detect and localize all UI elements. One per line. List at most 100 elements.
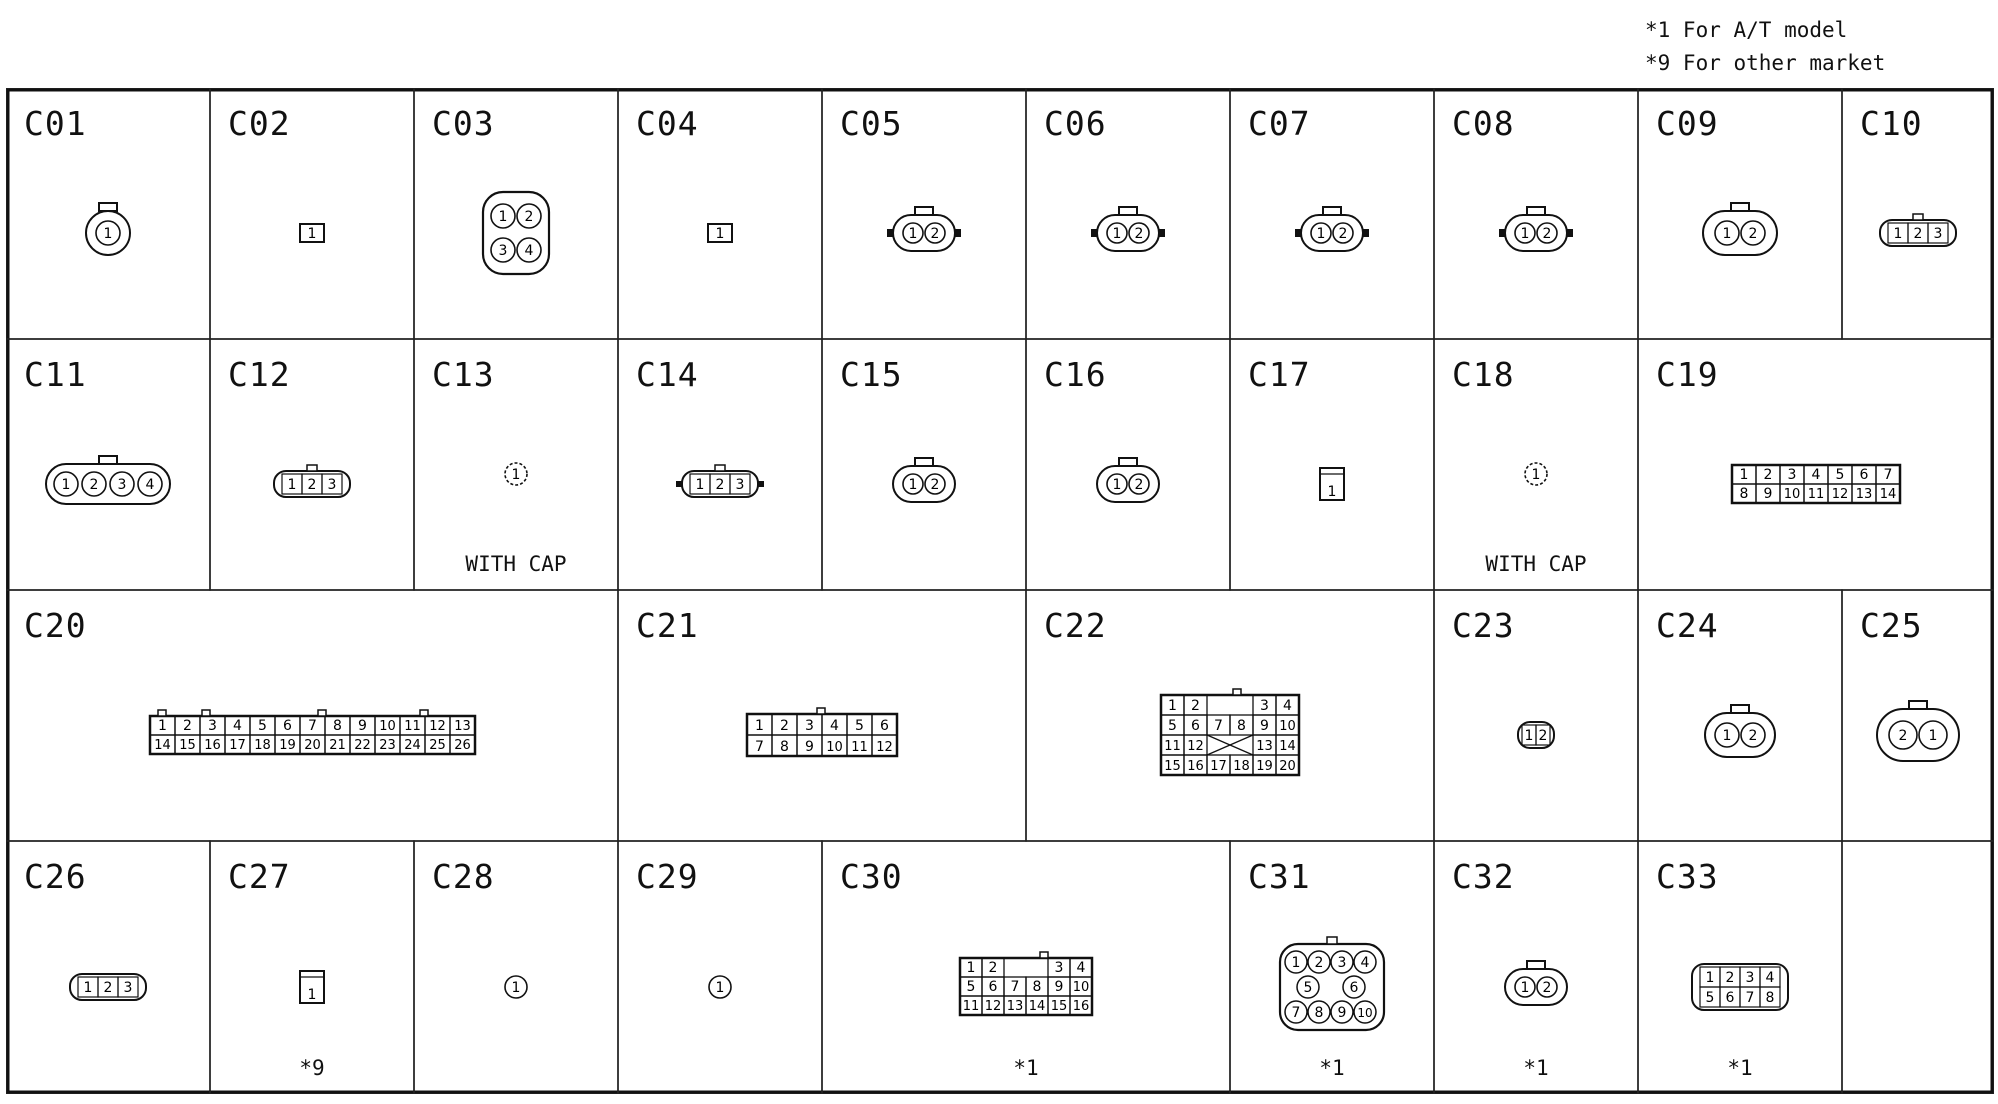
pin-label: 14 (154, 738, 171, 753)
pin-circle (1514, 222, 1536, 244)
pin-label: 1 (1113, 477, 1122, 493)
connector-housing (481, 190, 551, 276)
connector-note: WITH CAP (1485, 552, 1587, 576)
pin-label: 26 (454, 738, 471, 753)
connector-svg: 1 (1524, 462, 1548, 486)
pin-circle (137, 471, 163, 497)
connector-latch (1322, 206, 1342, 216)
connector-latch (1908, 700, 1928, 710)
connector-id: C24 (1656, 606, 1719, 645)
pin-label: 6 (1191, 718, 1200, 734)
connector-id: C26 (24, 857, 87, 896)
connector-housing (1702, 210, 1778, 256)
connector-id: C33 (1656, 857, 1719, 896)
connector-id: C20 (24, 606, 87, 645)
pin-label: 16 (1073, 999, 1090, 1014)
pin-label: 1 (512, 980, 521, 996)
pin-label: 4 (1077, 960, 1086, 976)
pin-label: 5 (1304, 980, 1313, 996)
connector-id: C12 (228, 355, 291, 394)
connector-latch (914, 206, 934, 216)
connector-id: C10 (1860, 104, 1923, 143)
pin-label: 4 (1812, 467, 1821, 483)
pin-label: 1 (1317, 226, 1326, 242)
connector-id: C04 (636, 104, 699, 143)
pin-label: 19 (279, 738, 296, 753)
pin-label: 1 (755, 718, 764, 734)
connector-ear (955, 229, 961, 237)
pin-label: 3 (1260, 698, 1269, 714)
connector-latch (317, 709, 327, 717)
connector-ear (1567, 229, 1573, 237)
pin-label: 2 (1726, 970, 1735, 986)
connector-id: C13 (432, 355, 495, 394)
pin-label: 2 (183, 718, 192, 734)
pin-label: 8 (1740, 486, 1749, 502)
connector-latch (1730, 202, 1750, 212)
pin-circle (1714, 220, 1740, 246)
pin-label: 1 (288, 477, 297, 493)
connector-ear (1091, 229, 1097, 237)
connector-note: *1 (1319, 1056, 1345, 1080)
connector-id: C15 (840, 355, 903, 394)
connector-housing (707, 223, 733, 243)
pin-cell (449, 734, 476, 755)
pin-label: 2 (931, 477, 940, 493)
connector-id: C02 (228, 104, 291, 143)
pin-label: 4 (830, 718, 839, 734)
pin-cell (729, 473, 751, 495)
pin-label: 2 (1543, 226, 1552, 242)
pin-label: 1 (1723, 226, 1732, 242)
pin-label: 3 (208, 718, 217, 734)
pin-label: 15 (179, 738, 196, 753)
pin-label: 15 (1164, 759, 1181, 774)
pin-label: 1 (308, 987, 317, 1003)
pin-label: 3 (1055, 960, 1064, 976)
connector-svg: 1 (707, 223, 733, 243)
connector-id: C03 (432, 104, 495, 143)
connector-ear (758, 481, 764, 487)
pin-label: 3 (1788, 467, 1797, 483)
pin-label: 13 (454, 719, 471, 734)
pin-cell (321, 473, 343, 495)
pin-label: 21 (329, 738, 346, 753)
footnote-at-model: *1 For A/T model (1645, 18, 1848, 42)
pin-label: 6 (989, 979, 998, 995)
pin-label: 2 (90, 477, 99, 493)
connector-ear (676, 481, 682, 487)
pin-label: 11 (404, 719, 421, 734)
pin-circle (490, 203, 516, 229)
pin-circle (1888, 720, 1918, 750)
pin-circle (109, 471, 135, 497)
connector-id: C11 (24, 355, 87, 394)
pin-label: 3 (1338, 955, 1347, 971)
pin-label: 12 (429, 719, 446, 734)
pin-label: 10 (1357, 1006, 1372, 1020)
pin-label: 5 (967, 979, 976, 995)
pin-label: 2 (1539, 728, 1548, 744)
pin-circle (504, 462, 528, 486)
pin-label: 22 (354, 738, 371, 753)
connector-latch (419, 709, 429, 717)
pin-cell (871, 734, 898, 757)
pin-label: 3 (118, 477, 127, 493)
cell-border (1841, 840, 1994, 1094)
pin-label: 6 (1726, 990, 1735, 1006)
